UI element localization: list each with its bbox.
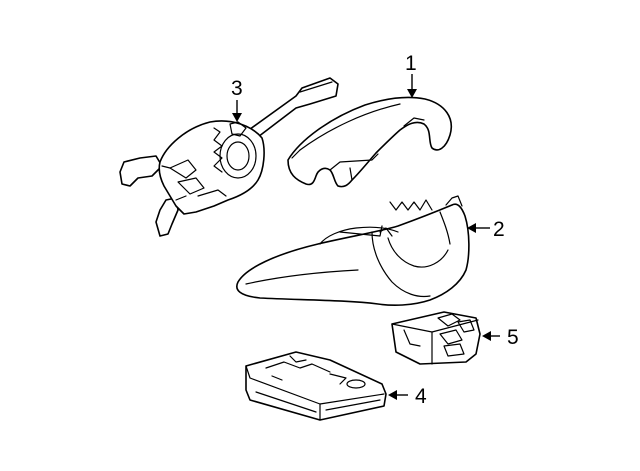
callout-3-arrowhead [232, 113, 242, 122]
callout-3-label: 3 [231, 77, 243, 100]
callout-5-arrowhead [482, 331, 491, 341]
callout-4-label: 4 [415, 385, 427, 408]
part-5-connector-block[interactable] [391, 311, 481, 365]
callout-2-label: 2 [493, 218, 505, 241]
part-1-upper-shroud[interactable] [287, 96, 452, 188]
callout-4-arrowhead [388, 390, 397, 400]
part-4-control-module[interactable] [245, 351, 387, 421]
callout-5-label: 5 [507, 326, 519, 349]
part-3-combination-switch[interactable] [119, 77, 339, 237]
part-2-lower-shroud[interactable] [236, 195, 470, 306]
callout-1-arrowhead [407, 89, 417, 98]
callout-2-arrowhead [467, 223, 476, 233]
callout-1-label: 1 [405, 52, 417, 75]
